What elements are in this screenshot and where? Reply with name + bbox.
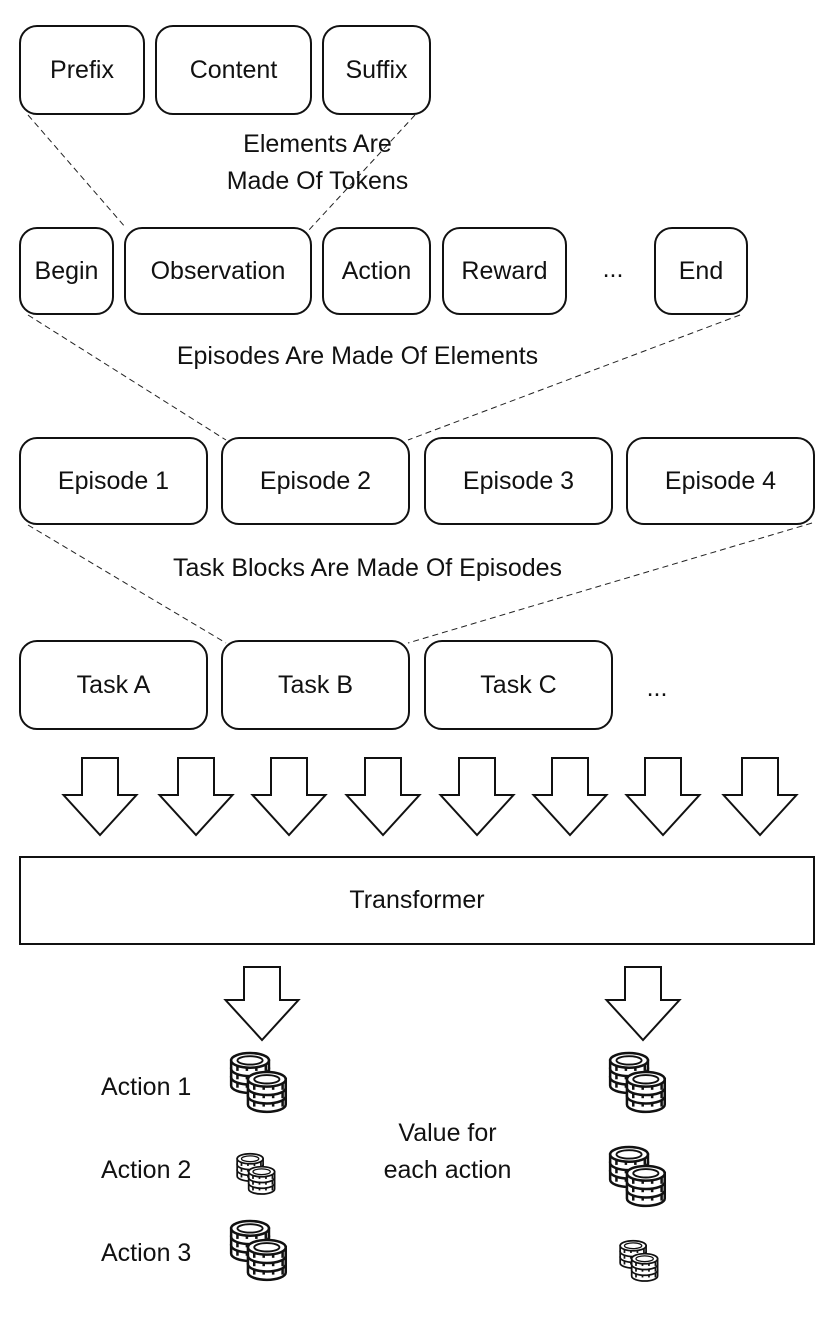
coin-stack-icon [229, 1051, 288, 1114]
element-reward-box: Reward [442, 227, 567, 315]
coin-stack-icon [619, 1239, 659, 1282]
transformer-box: Transformer [19, 856, 815, 945]
task-b-box: Task B [221, 640, 410, 730]
task-a-box: Task A [19, 640, 208, 730]
caption-tokens-line1: Elements Are [243, 130, 392, 158]
action-1-label: Action 1 [101, 1073, 192, 1101]
action-3-label: Action 3 [101, 1239, 192, 1267]
caption-value-line2: each action [383, 1156, 512, 1184]
dashed-connector-line [307, 114, 416, 232]
token-suffix-box: Suffix [322, 25, 431, 115]
down-arrow-icon [624, 757, 702, 837]
dashed-connector-line [27, 114, 127, 229]
action-2-label: Action 2 [101, 1156, 192, 1184]
element-ellipsis: ... [602, 255, 624, 283]
episode-2-box: Episode 2 [221, 437, 410, 525]
coin-stack-icon [608, 1051, 667, 1114]
dashed-connector-line [407, 314, 741, 441]
caption-elements: Episodes Are Made Of Elements [176, 342, 539, 370]
down-arrow-icon [223, 966, 301, 1042]
element-end-box: End [654, 227, 748, 315]
element-action-box: Action [322, 227, 431, 315]
episode-4-box: Episode 4 [626, 437, 815, 525]
down-arrow-icon [250, 757, 328, 837]
down-arrow-icon [61, 757, 139, 837]
task-ellipsis: ... [646, 674, 668, 702]
dashed-connector-line [407, 522, 813, 644]
coin-stack-icon [236, 1152, 276, 1195]
caption-value: Value for each action [360, 1115, 535, 1189]
episode-3-box: Episode 3 [424, 437, 613, 525]
caption-episodes: Task Blocks Are Made Of Episodes [172, 554, 563, 582]
dashed-connector-line [27, 524, 227, 644]
coin-stack-icon [608, 1145, 667, 1208]
down-arrow-icon [721, 757, 799, 837]
task-c-box: Task C [424, 640, 613, 730]
down-arrow-icon [531, 757, 609, 837]
token-content-box: Content [155, 25, 312, 115]
caption-tokens: Elements Are Made Of Tokens [100, 126, 535, 200]
element-begin-box: Begin [19, 227, 114, 315]
down-arrow-icon [604, 966, 682, 1042]
caption-value-line1: Value for [398, 1119, 497, 1147]
down-arrow-icon [438, 757, 516, 837]
coin-stack-icon [229, 1219, 288, 1282]
down-arrow-icon [157, 757, 235, 837]
token-prefix-box: Prefix [19, 25, 145, 115]
episode-1-box: Episode 1 [19, 437, 208, 525]
down-arrow-icon [344, 757, 422, 837]
dashed-connector-line [27, 314, 227, 441]
element-observation-box: Observation [124, 227, 312, 315]
caption-tokens-line2: Made Of Tokens [226, 167, 409, 195]
